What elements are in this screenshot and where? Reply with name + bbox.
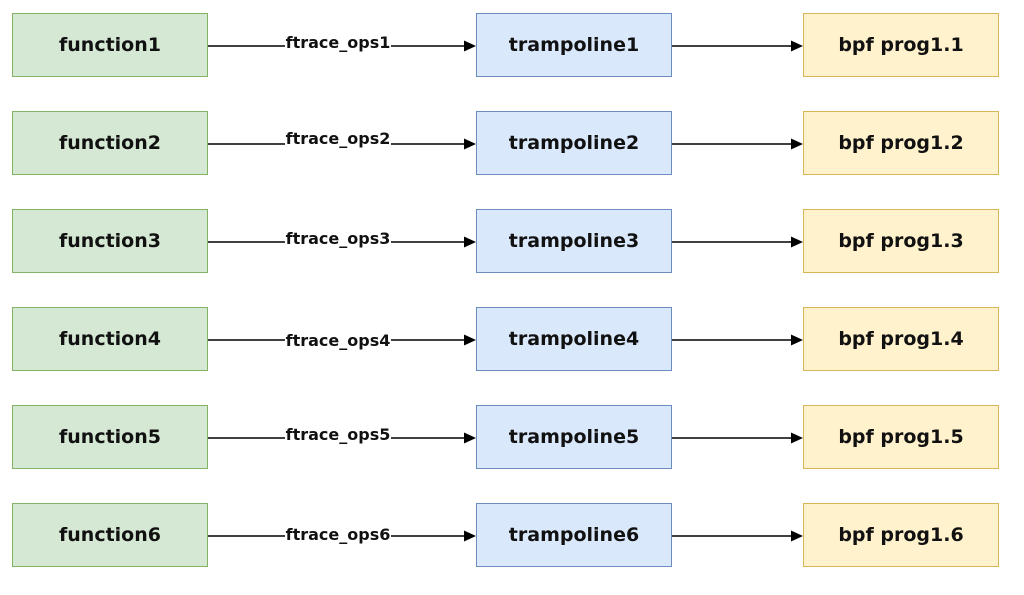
bpf-prog-node: bpf prog1.1 [803,13,999,77]
diagram-row-4: function4 ftrace_ops4 trampoline4 bpf pr… [0,307,1024,373]
bpf-prog-node: bpf prog1.3 [803,209,999,273]
ftrace-ops-label: ftrace_ops4 [285,331,391,351]
diagram-row-6: function6 ftrace_ops6 trampoline6 bpf pr… [0,503,1024,569]
ftrace-ops-label: ftrace_ops1 [285,33,391,53]
ftrace-ops-label: ftrace_ops6 [285,525,391,545]
diagram-row-3: function3 ftrace_ops3 trampoline3 bpf pr… [0,209,1024,275]
bpf-prog-node: bpf prog1.4 [803,307,999,371]
function-node: function6 [12,503,208,567]
trampoline-node: trampoline1 [476,13,672,77]
function-node: function4 [12,307,208,371]
trampoline-node: trampoline3 [476,209,672,273]
ftrace-ops-label: ftrace_ops3 [285,229,391,249]
diagram-row-5: function5 ftrace_ops5 trampoline5 bpf pr… [0,405,1024,471]
function-node: function5 [12,405,208,469]
bpf-prog-node: bpf prog1.5 [803,405,999,469]
function-node: function2 [12,111,208,175]
function-node: function1 [12,13,208,77]
trampoline-node: trampoline2 [476,111,672,175]
bpf-prog-node: bpf prog1.2 [803,111,999,175]
trampoline-node: trampoline5 [476,405,672,469]
function-node: function3 [12,209,208,273]
bpf-prog-node: bpf prog1.6 [803,503,999,567]
trampoline-node: trampoline6 [476,503,672,567]
trampoline-node: trampoline4 [476,307,672,371]
diagram-row-1: function1 ftrace_ops1 trampoline1 bpf pr… [0,13,1024,79]
ftrace-ops-label: ftrace_ops2 [285,129,391,149]
ftrace-ops-label: ftrace_ops5 [285,425,391,445]
diagram-row-2: function2 ftrace_ops2 trampoline2 bpf pr… [0,111,1024,177]
